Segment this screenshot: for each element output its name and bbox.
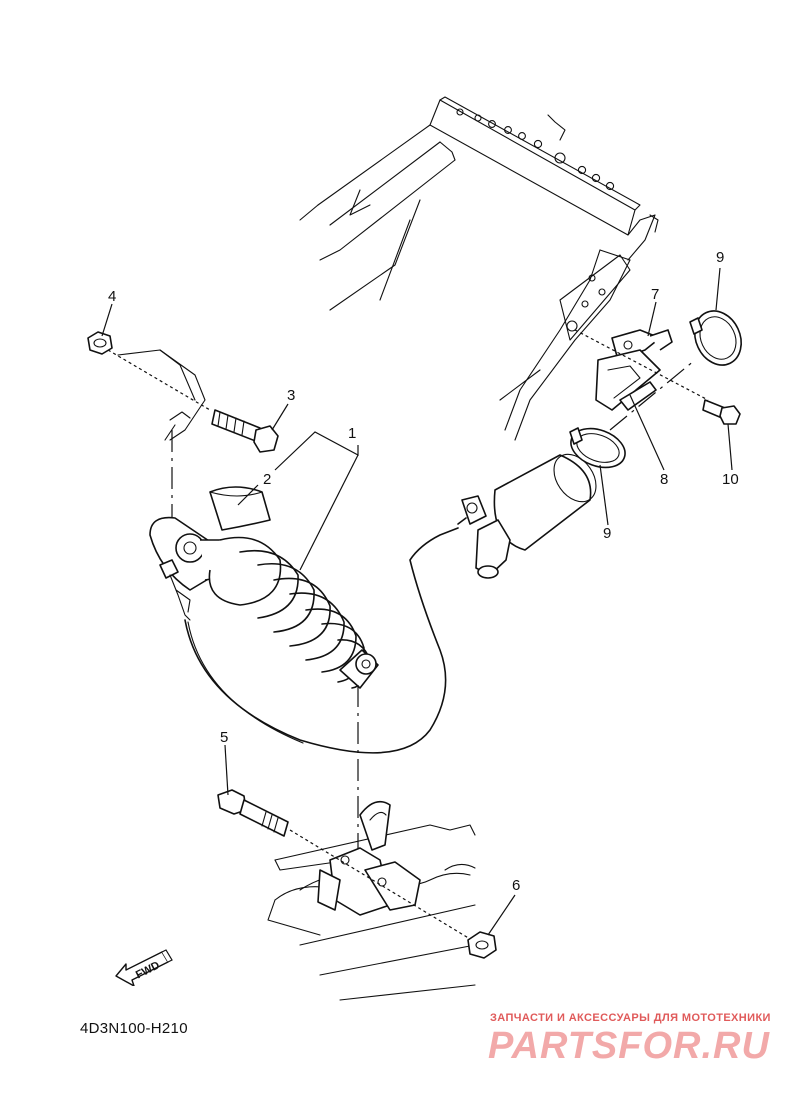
frame-holes	[456, 108, 615, 332]
callout-1: 1	[348, 425, 356, 442]
axis-line-upper-mount	[107, 349, 211, 411]
rear-shock-absorber-1	[149, 516, 379, 689]
callout-9-upper: 9	[716, 249, 724, 266]
nut-6	[467, 931, 497, 959]
bolt-3	[211, 409, 279, 453]
callout-leaders	[101, 267, 733, 936]
callout-6: 6	[512, 877, 520, 894]
reservoir-band-9-lower	[569, 427, 626, 469]
reservoir-band-9-upper	[689, 310, 742, 366]
nut-4	[87, 331, 113, 355]
gas-reservoir	[457, 453, 597, 579]
callout-9-lower: 9	[603, 525, 611, 542]
reservoir-holder-8	[595, 349, 661, 411]
watermark-tagline: ЗАПЧАСТИ И АКСЕССУАРЫ ДЛЯ МОТОТЕХНИКИ	[490, 1012, 771, 1024]
drawing-code: 4D3N100-H210	[80, 1020, 188, 1037]
axis-line-reservoir	[609, 359, 696, 431]
callout-numbers: 1 2 3 4 5 6 7 8 9 9 10	[108, 249, 739, 894]
callout-2: 2	[263, 471, 271, 488]
forward-direction-arrow: FWD	[115, 949, 173, 986]
lower-shock-bracket	[317, 800, 421, 916]
swingarm-outline	[267, 824, 476, 1001]
bolt-5	[217, 789, 289, 837]
axis-line-bracket	[574, 329, 709, 401]
upper-mount-bracket	[117, 349, 206, 441]
callout-5: 5	[220, 729, 228, 746]
callout-4: 4	[108, 288, 116, 305]
reservoir-bracket-7	[611, 329, 673, 361]
fwd-label: FWD	[134, 959, 162, 981]
shock-cover-2	[209, 486, 271, 531]
callout-7: 7	[651, 286, 659, 303]
callout-3: 3	[287, 387, 295, 404]
bolt-10	[702, 399, 741, 425]
frame-outline	[299, 96, 659, 441]
reservoir-hose-inner	[187, 621, 304, 744]
callout-10: 10	[722, 471, 739, 488]
watermark-logo: PARTSFOR.RU	[488, 1025, 770, 1067]
callout-8: 8	[660, 471, 668, 488]
axis-line-lower-bolt	[289, 829, 481, 946]
